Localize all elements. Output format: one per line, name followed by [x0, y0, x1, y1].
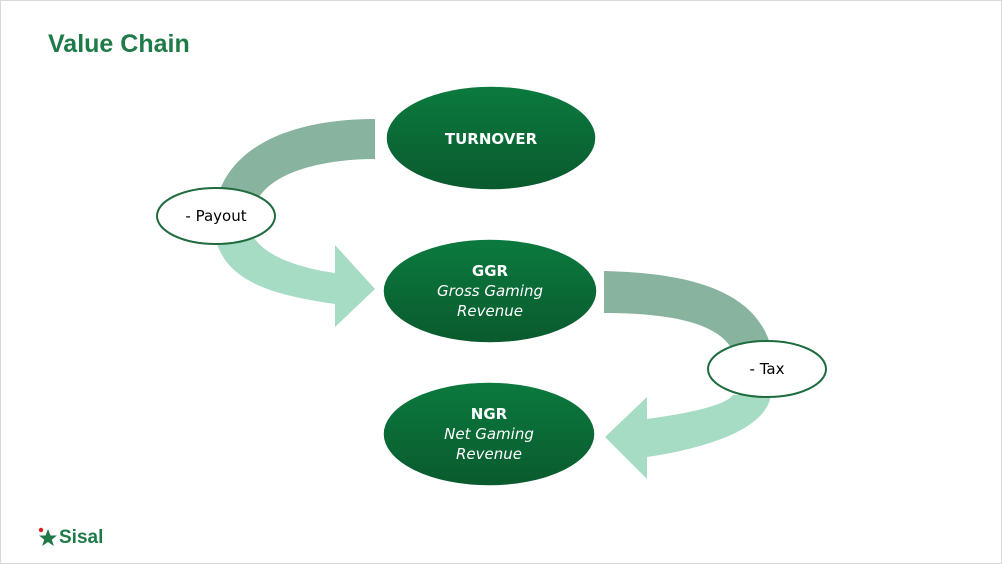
node-ggr: GGR Gross Gaming Revenue — [382, 238, 598, 344]
tax-arrow-lower — [605, 395, 771, 479]
star-icon — [38, 527, 57, 546]
node-ngr-subtitle-line-1: Net Gaming — [444, 425, 534, 443]
node-ggr-subtitle-line-2: Revenue — [457, 302, 523, 320]
node-ngr-subtitle-line-2: Revenue — [456, 445, 522, 463]
operation-payout: - Payout — [156, 187, 276, 245]
node-ggr-title: GGR — [472, 262, 509, 280]
operation-tax-label: - Tax — [750, 360, 785, 378]
logo-text: Sisal — [59, 527, 104, 548]
payout-arrow-upper — [215, 119, 375, 207]
operation-tax: - Tax — [707, 340, 827, 398]
brand-logo: Sisal — [37, 525, 103, 551]
slide-title: Value Chain — [48, 30, 190, 58]
node-ngr: NGR Net Gaming Revenue — [382, 381, 596, 487]
node-turnover: TURNOVER — [385, 85, 597, 191]
tax-arrow-upper — [604, 271, 771, 351]
operation-payout-label: - Payout — [185, 207, 246, 225]
node-ngr-title: NGR — [471, 405, 508, 423]
node-ggr-subtitle-line-1: Gross Gaming — [437, 282, 543, 300]
payout-arrow-lower — [215, 237, 375, 327]
node-turnover-title: TURNOVER — [445, 130, 538, 148]
